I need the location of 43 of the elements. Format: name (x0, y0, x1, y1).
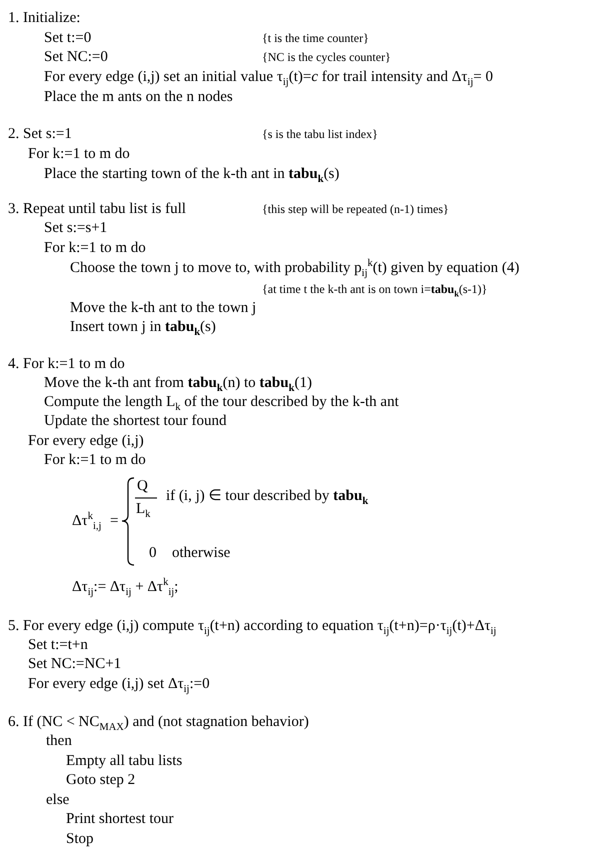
pseudocode-line: Set NC:=0 (44, 48, 108, 66)
formula-term: 0 (149, 544, 156, 562)
pseudocode-line: For every edge (i,j) (28, 432, 144, 450)
pseudocode-line: Set t:=0 (44, 30, 92, 47)
pseudocode-line: Stop (66, 830, 94, 848)
step-heading: 2. Set s:=1 (8, 126, 72, 143)
comment: {t is the time counter} (262, 32, 369, 46)
pseudocode-line: Print shortest tour (66, 810, 174, 828)
formula-term: L$_{k}$ (136, 500, 150, 518)
comment: {NC is the cycles counter} (262, 50, 391, 64)
formula-term: if (i, j) ∈ tour described by tabu$_{k}$ (166, 488, 368, 505)
pseudocode-line: Empty all tabu lists (66, 752, 182, 770)
step-heading: 5. For every edge (i,j) compute τ$_{ij}$(t+n) according to equation τ$_{ij}$(t+n)=ρ·τ$_{ij}$(t)+Δτ$_{ij}$ (8, 618, 496, 635)
pseudocode-line: For k:=1 to m do (44, 240, 146, 257)
pseudocode-line: Compute the length L$_{k}$ of the tour described by the k-th ant (44, 394, 399, 411)
pseudocode-line: Set NC:=NC+1 (28, 656, 122, 673)
formula-term: otherwise (172, 544, 230, 562)
step-heading: 1. Initialize: (8, 10, 80, 27)
comment: {s is the tabu list index} (262, 128, 378, 142)
pseudocode-line: Goto step 2 (66, 772, 136, 789)
pseudocode-line: then (46, 732, 72, 750)
formula-term: Q (137, 478, 148, 495)
pseudocode-line: Move the k-th ant to the town j (70, 300, 256, 317)
pseudocode-line: For k:=1 to m do (44, 452, 146, 469)
pseudocode-line: For k:=1 to m do (28, 146, 130, 163)
comment: {at time t the k-th ant is on town i=tabu$_{k}$(s-1)} (262, 282, 488, 296)
pseudocode-line: Insert town j in tabu$_{k}$(s) (70, 318, 216, 336)
pseudocode-line: For every edge (i,j) set an initial value τ$_{ij}$(t)=c for trail intensity and Δτ$_{ij}$= 0 (44, 68, 493, 86)
pseudocode-line: Choose the town j to move to, with probability p$_{ij}$$^{k}$(t) given by equation (4) (70, 260, 520, 277)
step-heading: 6. If (NC < NC$_{MAX}$) and (not stagnation behavior) (8, 714, 309, 731)
pseudocode-line: Update the shortest tour found (44, 412, 226, 430)
pseudocode-line: Set t:=t+n (28, 636, 88, 654)
formula: Δτ$_{ij}$:= Δτ$_{ij}$ + Δτ$^{k}$$_{ij}$; (72, 578, 178, 596)
step-heading: 4. For k:=1 to m do (8, 356, 125, 373)
pseudocode-line: Set s:=s+1 (44, 220, 108, 237)
comment: {this step will be repeated (n-1) times} (262, 202, 449, 216)
pseudocode-line: Move the k-th ant from tabu$_{k}$(n) to tabu$_{k}$(1) (44, 374, 312, 392)
pseudocode-line: Place the m ants on the n nodes (44, 88, 233, 106)
step-heading: 3. Repeat until tabu list is full (8, 200, 186, 218)
pseudocode-line: Place the starting town of the k-th ant in tabu$_{k}$(s) (44, 166, 340, 183)
pseudocode-line: else (46, 792, 70, 809)
formula-term: = (110, 512, 118, 530)
pseudocode-line: For every edge (i,j) set Δτ$_{ij}$:=0 (28, 676, 210, 693)
